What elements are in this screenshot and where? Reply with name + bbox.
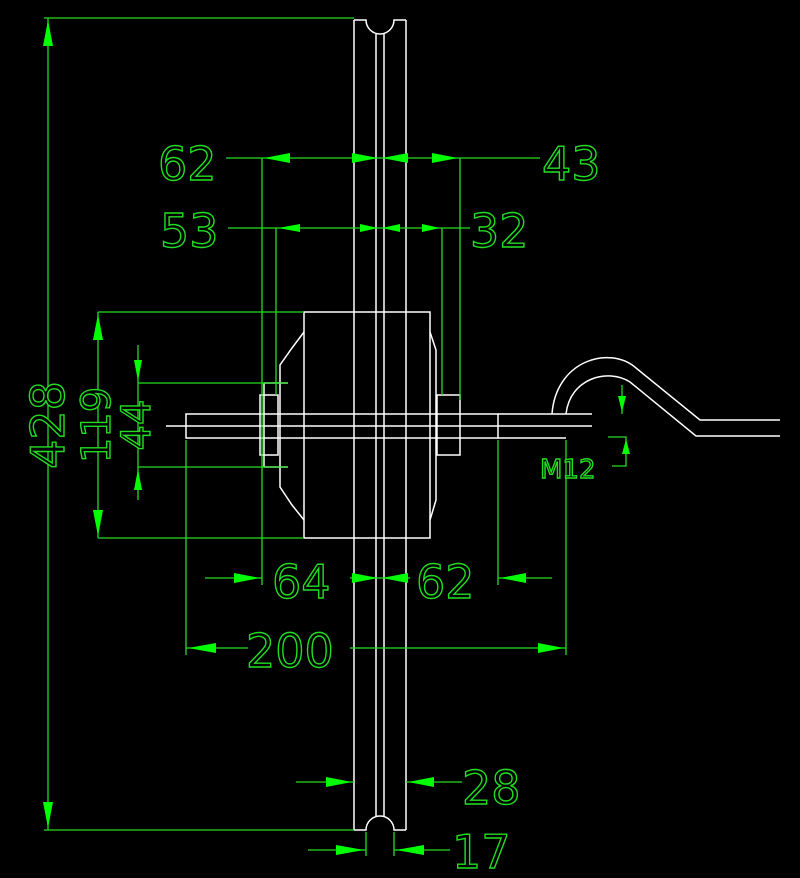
dim-second-right: 32: [470, 204, 529, 258]
dim-motor-height: 119: [74, 387, 120, 463]
torque-arm: [551, 356, 780, 437]
dim-shaft-left: 64: [272, 555, 331, 609]
motor-body: [259, 311, 461, 539]
dimension-arrowheads: [43, 20, 630, 855]
dim-top-right: 43: [542, 137, 601, 191]
dim-top-left: 62: [158, 137, 217, 191]
dim-rim-width: 28: [462, 761, 521, 815]
wheel-rim: [353, 19, 407, 831]
dim-thread: M12: [540, 455, 596, 485]
dimension-lines: [44, 17, 627, 856]
dim-shaft-right: 62: [416, 555, 475, 609]
dim-slot-width: 17: [452, 825, 511, 878]
dim-hub-height: 44: [114, 400, 160, 451]
dim-overall-height: 428: [21, 381, 75, 469]
dim-overall-width: 200: [246, 624, 334, 678]
axle: [166, 413, 592, 439]
dim-second-left: 53: [160, 204, 219, 258]
